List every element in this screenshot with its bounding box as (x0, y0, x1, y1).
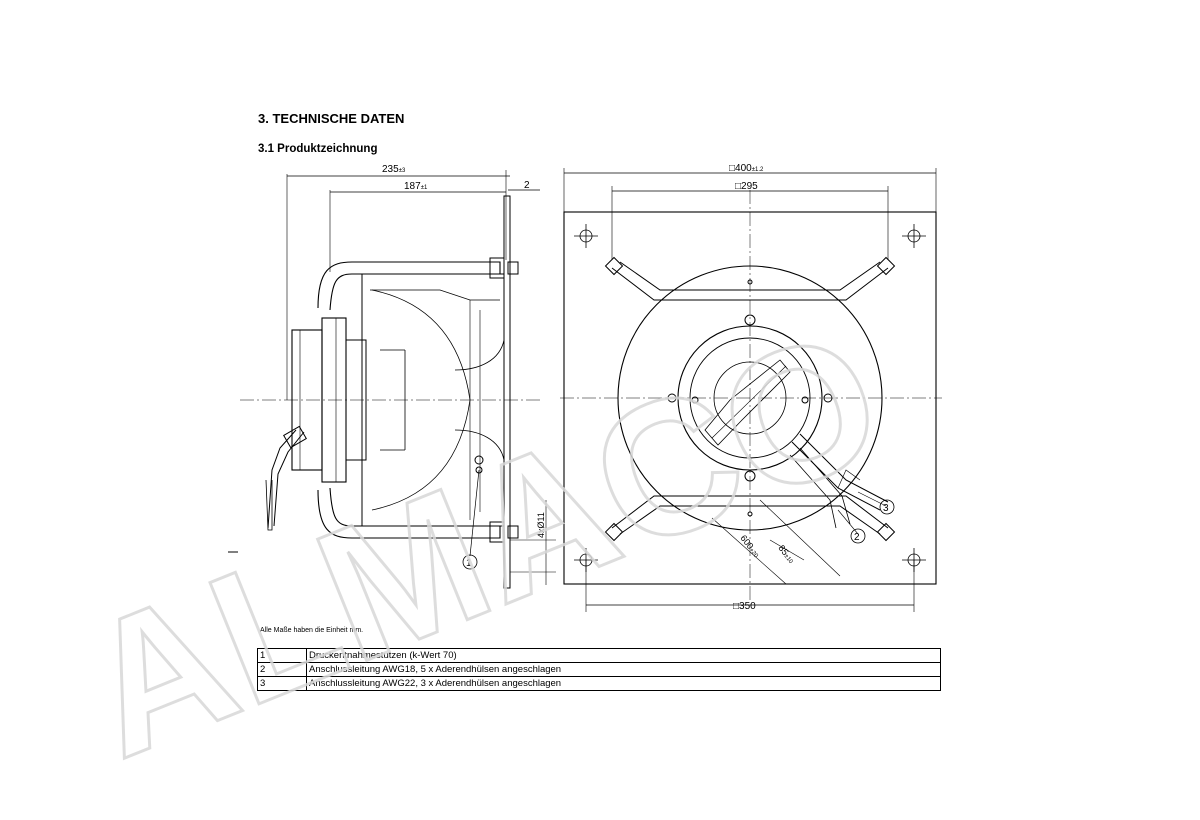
dim-plate: □400±1.2 (729, 163, 764, 174)
legend-text: Druckentnahmestutzen (k-Wert 70) (306, 648, 941, 663)
dim-flange: 2 (524, 180, 530, 191)
legend-text: Anschlussleitung AWG18, 5 x Aderendhülse… (306, 662, 941, 677)
legend-number: 2 (257, 662, 307, 677)
dim-hole-pitch-top: □295 (735, 181, 758, 192)
side-view (240, 170, 556, 589)
dim-strip-length: 85±10 (776, 543, 797, 565)
table-row: 2 Anschlussleitung AWG18, 5 x Aderendhül… (257, 662, 941, 677)
dim-overall: 235±3 (382, 164, 406, 175)
callout-2: 2 (854, 532, 860, 543)
legend-number: 1 (257, 648, 307, 663)
callout-circle-2 (850, 528, 866, 544)
callout-circle-1 (462, 554, 478, 570)
table-row: 3 Anschlussleitung AWG22, 3 x Aderendhül… (257, 676, 941, 691)
dim-hole-pitch-bottom: □350 (733, 601, 756, 612)
front-view (560, 168, 942, 612)
callout-1: 1 (466, 558, 472, 569)
dim-holes: 4xØ11 (536, 512, 546, 538)
dim-cable-length: 600+20 (738, 533, 762, 560)
units-note: Alle Maße haben die Einheit mm. (260, 627, 364, 634)
callout-circle-3 (879, 499, 895, 515)
dim-inner: 187±1 (404, 181, 428, 192)
legend-text: Anschlussleitung AWG22, 3 x Aderendhülse… (306, 676, 941, 691)
subsection-title: 3.1 Produktzeichnung (258, 143, 378, 155)
legend-number: 3 (257, 676, 307, 691)
section-title: 3. TECHNISCHE DATEN (258, 111, 405, 126)
callout-3: 3 (883, 503, 889, 514)
legend-table: 1 Druckentnahmestutzen (k-Wert 70) 2 Ans… (257, 648, 941, 691)
table-row: 1 Druckentnahmestutzen (k-Wert 70) (257, 648, 941, 663)
